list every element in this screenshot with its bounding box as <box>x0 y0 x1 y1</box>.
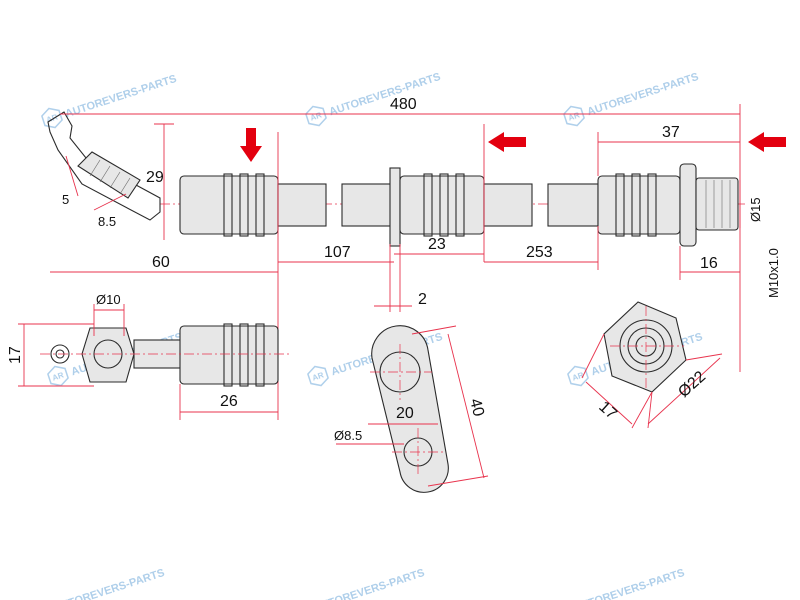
main-hose-view <box>47 111 786 247</box>
svg-text:AR: AR <box>51 370 65 382</box>
left-ferrule-ribs <box>223 173 265 237</box>
hose-segment-1 <box>277 183 327 227</box>
watermark: AR AUTOREVERS-PARTS <box>41 73 178 129</box>
hose-segment-4 <box>547 183 599 227</box>
dim-bend-offset: 5 <box>62 192 69 207</box>
dim-bend-height: 29 <box>146 169 164 186</box>
arrow-left-icon <box>488 132 526 152</box>
dim-first-section: 60 <box>152 254 170 271</box>
dim-bracket-offset: 107 <box>324 244 351 261</box>
watermark: AR AUTOREVERS-PARTS <box>305 71 442 127</box>
main-dimensions: 480 37 29 5 8.5 60 107 23 253 16 <box>50 96 781 420</box>
hex-collar <box>679 163 697 247</box>
middle-ferrule <box>399 175 485 235</box>
svg-text:AR: AR <box>567 110 581 122</box>
threaded-end <box>695 177 739 231</box>
dim-tab-hole-spacing: 20 <box>396 405 414 422</box>
svg-text:AR: AR <box>311 370 325 382</box>
bent-pipe <box>47 111 161 221</box>
dim-thread-length: 16 <box>700 255 718 272</box>
eye-hex <box>81 327 135 383</box>
dim-eye-width: 17 <box>7 346 24 364</box>
left-ferrule <box>179 175 279 235</box>
end-hex <box>603 301 687 393</box>
dim-tab-height: 40 <box>466 397 487 418</box>
watermark: AUTOREVERS-PARTS <box>52 567 166 600</box>
bracket-tab <box>371 325 449 493</box>
svg-text:AUTOREVERS-PARTS: AUTOREVERS-PARTS <box>312 567 426 600</box>
svg-text:AR: AR <box>309 110 323 122</box>
bracket-tab-view: 40 20 Ø8.5 <box>334 325 489 493</box>
eye-ferrule <box>179 325 279 385</box>
svg-text:AUTOREVERS-PARTS: AUTOREVERS-PARTS <box>572 567 686 600</box>
arrow-left-icon <box>748 132 786 152</box>
dim-thread-diameter: Ø15 <box>748 197 763 222</box>
arrow-down-icon <box>240 128 262 162</box>
dim-bend-ferrule: 8.5 <box>98 214 116 229</box>
watermark: AR AUTOREVERS-PARTS <box>563 71 700 127</box>
dim-end-fitting: 37 <box>662 124 680 141</box>
svg-text:AUTOREVERS-PARTS: AUTOREVERS-PARTS <box>328 71 442 118</box>
bracket-plate <box>389 167 401 247</box>
eye-fitting-view: 17 Ø10 26 <box>7 292 290 420</box>
dim-bracket-thickness: 2 <box>418 291 427 308</box>
dim-bracket-ferrule: 23 <box>428 236 446 253</box>
svg-text:AUTOREVERS-PARTS: AUTOREVERS-PARTS <box>52 567 166 600</box>
bend-ferrule <box>77 151 141 199</box>
right-ferrule <box>597 175 681 235</box>
hose-segment-3 <box>483 183 533 227</box>
dim-bracket-to-end: 253 <box>526 244 553 261</box>
dim-hex-size: 17 <box>595 398 620 423</box>
dim-thread-spec: M10x1.0 <box>766 248 781 298</box>
watermark: AUTOREVERS-PARTS <box>312 567 426 600</box>
dim-eye-ferrule: 26 <box>220 393 238 410</box>
watermark: AUTOREVERS-PARTS <box>572 567 686 600</box>
svg-text:AUTOREVERS-PARTS: AUTOREVERS-PARTS <box>64 73 178 120</box>
svg-text:AUTOREVERS-PARTS: AUTOREVERS-PARTS <box>586 71 700 118</box>
dim-eye-hole: Ø10 <box>96 292 121 307</box>
svg-text:AR: AR <box>571 370 585 382</box>
svg-text:AR: AR <box>45 112 59 124</box>
dim-tab-small-hole: Ø8.5 <box>334 428 362 443</box>
dim-overall-length: 480 <box>390 96 417 113</box>
